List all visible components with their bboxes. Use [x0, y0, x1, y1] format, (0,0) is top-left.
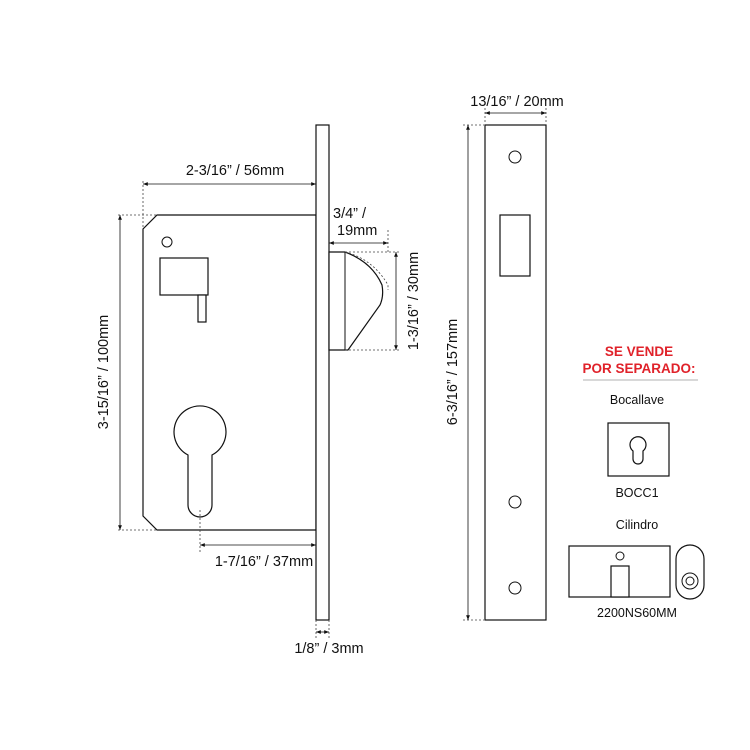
faceplate-front-view: 13/16” / 20mm 6-3/16” / 157mm: [445, 94, 564, 621]
dim-case-width-label: 2-3/16” / 56mm: [186, 163, 284, 179]
dim-faceplate-width-label: 13/16” / 20mm: [470, 94, 564, 110]
dim-latch-throw-label-2: 19mm: [337, 223, 377, 239]
dim-case-height-label: 3-15/16” / 100mm: [96, 315, 112, 429]
sold-separately-line-2: POR SEPARADO:: [582, 361, 695, 376]
dim-latch-throw-label-1: 3/4” /: [333, 206, 367, 222]
cylinder-cam-hole: [615, 551, 625, 561]
lock-side-view: 2-3/16” / 56mm 3/4” / 19mm 1-3/16” / 30m…: [96, 124, 422, 657]
faceplate-front: [484, 124, 547, 621]
faceplate-screw-top: [508, 150, 522, 164]
faceplate-screw-bottom: [508, 581, 522, 595]
latch-bolt: [328, 251, 384, 351]
cylinder-keyway-pin: [685, 576, 695, 586]
dim-faceplate-height-label: 6-3/16” / 157mm: [445, 319, 461, 425]
cylinder-profile-end: [675, 544, 705, 600]
escutcheon-title: Bocallave: [610, 393, 664, 407]
sold-separately-line-1: SE VENDE: [605, 344, 673, 359]
escutcheon-code: BOCC1: [615, 486, 658, 500]
cylinder-cam: [610, 565, 630, 598]
dim-backset-label: 1-7/16” / 37mm: [215, 554, 313, 570]
accessories-panel: SE VENDE POR SEPARADO: Bocallave BOCC1 C…: [568, 344, 705, 620]
faceplate-bolt-slot: [499, 214, 531, 277]
cylinder-cutout: [173, 405, 227, 518]
escutcheon-keyhole-icon: [629, 436, 647, 465]
dim-faceplate-thickness-label: 1/8” / 3mm: [294, 641, 363, 657]
cylinder-keyway-icon: [681, 572, 699, 590]
lock-faceplate-side: [315, 124, 330, 621]
cylinder-code: 2200NS60MM: [597, 606, 677, 620]
bolt-stem: [197, 294, 207, 323]
faceplate-screw-middle: [508, 495, 522, 509]
cylinder-title: Cilindro: [616, 518, 658, 532]
bolt-block: [159, 257, 209, 296]
case-screw-hole: [161, 236, 173, 248]
dim-latch-height-label: 1-3/16” / 30mm: [406, 252, 422, 350]
latch-bolt-curve: [344, 251, 389, 290]
